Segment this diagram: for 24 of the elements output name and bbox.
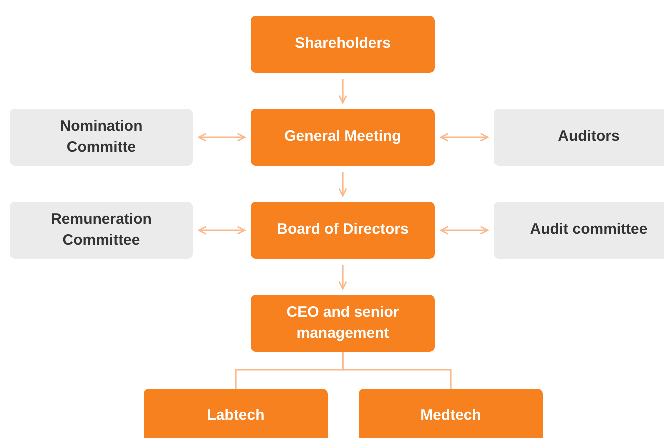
process-box — [359, 389, 543, 438]
process-box — [144, 389, 328, 438]
process-box — [251, 295, 435, 352]
node-label: Remuneration Committee — [50, 210, 153, 250]
node-label: Medtech — [420, 406, 482, 426]
arrow — [198, 226, 246, 235]
node-label: Audit committee — [530, 220, 648, 240]
arrow — [440, 226, 489, 235]
node-label: Auditors — [558, 127, 620, 148]
node-label: Board of Directors — [277, 220, 409, 240]
node-label: Labtech — [207, 406, 265, 426]
process-box — [251, 202, 435, 259]
arrow — [338, 265, 348, 290]
process-box — [251, 109, 435, 166]
process-box — [251, 16, 435, 73]
node-label: Nomination Committe — [59, 117, 144, 158]
connector-line — [342, 352, 452, 389]
node-label: Shareholders — [295, 34, 391, 54]
arrow — [198, 133, 246, 142]
arrow — [338, 172, 348, 197]
node-label: CEO and senior management — [286, 303, 400, 344]
node-label: General Meeting — [284, 127, 402, 148]
arrow — [338, 79, 348, 104]
arrow — [440, 133, 489, 142]
